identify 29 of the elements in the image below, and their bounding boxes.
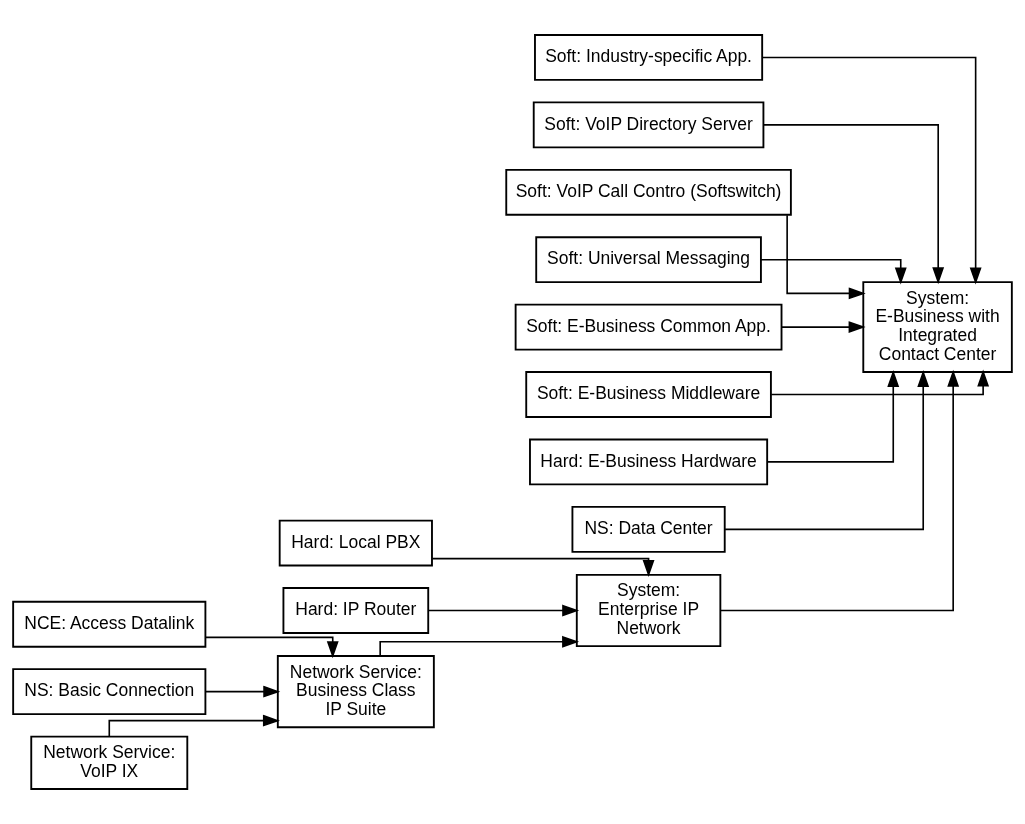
node-box: Soft: VoIP Directory Server [532,101,765,149]
arrow [724,370,930,531]
arrow [427,604,580,617]
node-box: NCE: Access Datalink [12,600,207,648]
arrow [766,369,900,463]
node-box: Hard: E-Business Hardware [529,438,769,486]
node-box: NS: Data Center [571,505,726,553]
arrow [786,214,866,300]
node-box: Network Service: Business Class IP Suite [276,655,435,729]
node-box: Soft: Universal Messaging [535,236,762,284]
node-box: Hard: IP Router [282,587,430,634]
node-box: NS: Basic Connection [12,668,207,716]
arrow [719,369,960,612]
node-box: System: E-Business with Integrated Contact Center [862,281,1013,373]
node-box: Hard: Local PBX [278,519,433,567]
arrow [204,685,281,698]
arrow [762,124,945,285]
arrow [770,369,990,396]
arrow [204,636,339,659]
node-box: Soft: E-Business Middleware [525,371,772,418]
node-box: Soft: VoIP Call Contro (Softswitch) [505,168,792,216]
node-box: Soft: E-Business Common App. [514,303,783,351]
arrow [760,258,907,285]
node-box: System: Enterprise IP Network [575,573,722,647]
node-box: Soft: Industry-specific App. [534,34,764,81]
arrow [780,321,866,334]
arrow [431,557,655,577]
arrow [761,56,982,285]
node-box: Network Service: VoIP IX [30,735,189,790]
